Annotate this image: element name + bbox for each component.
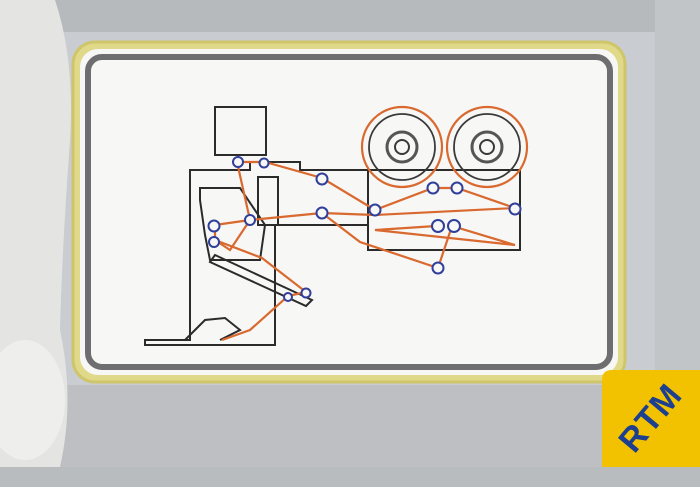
roller-11 [508, 202, 522, 216]
roller-12 [431, 219, 445, 233]
label-card [80, 49, 618, 375]
right-reel-belt [445, 105, 529, 189]
roller-9 [426, 181, 440, 195]
left-blur-highlight [0, 340, 65, 460]
left-reel-outer [368, 113, 436, 181]
right-reel-mid [470, 130, 504, 164]
roller-3 [315, 172, 329, 186]
roller-10 [450, 181, 464, 195]
roller-5 [244, 214, 256, 226]
ramp [208, 253, 314, 308]
rollers [207, 156, 522, 302]
left-reel-belt [360, 105, 444, 189]
belt-left-drop [214, 161, 252, 252]
roller-16 [283, 292, 293, 302]
panel-bottom-strip [60, 385, 660, 467]
roller-1 [232, 156, 244, 168]
right-reel-outer [453, 113, 521, 181]
roller-7 [208, 236, 220, 248]
reels [368, 113, 521, 181]
right-reel-hub [479, 139, 495, 155]
roller-13 [447, 219, 461, 233]
right-box [257, 176, 279, 226]
roller-4 [315, 206, 329, 220]
roller-8 [368, 203, 382, 217]
logo-badge [602, 370, 700, 467]
roller-2 [258, 157, 270, 169]
top-box [214, 106, 267, 156]
foot-pedal [184, 316, 242, 341]
left-reel-mid [385, 130, 419, 164]
roller-14 [431, 261, 445, 275]
label-frame [85, 54, 613, 370]
photo-scene [0, 0, 700, 467]
left-reel-hub [394, 139, 410, 155]
roller-15 [300, 287, 312, 299]
roller-6 [207, 219, 221, 233]
